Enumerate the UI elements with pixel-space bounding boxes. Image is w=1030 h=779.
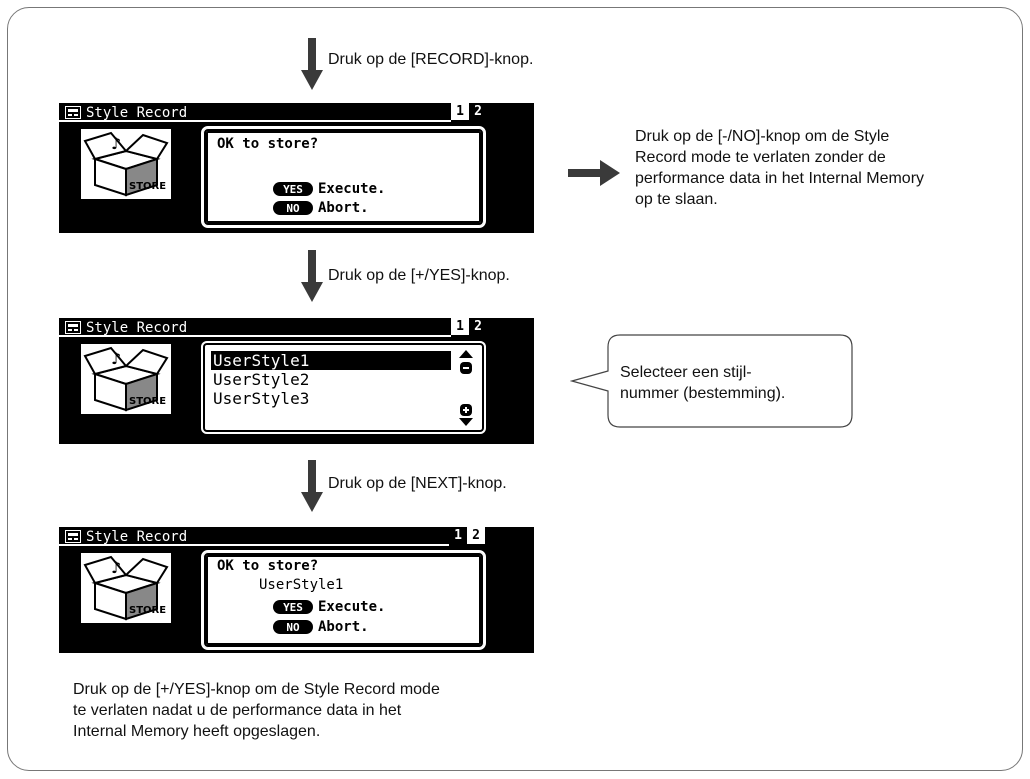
diagram-frame: [7, 7, 1023, 771]
dialog-question: OK to store?: [217, 558, 319, 574]
lcd-title-text: Style Record: [86, 104, 188, 121]
down-arrow-icon: [301, 38, 323, 90]
svg-text:♪: ♪: [111, 349, 121, 368]
svg-text:♪: ♪: [111, 134, 121, 153]
side-note-line: Druk op de [-/NO]-knop om de Style: [635, 128, 890, 145]
list-item[interactable]: UserStyle2: [213, 370, 310, 389]
page-2-tab: 2: [469, 103, 487, 120]
step-record-text: Druk op de [RECORD]-knop.: [328, 51, 534, 68]
svg-text:STORE: STORE: [129, 605, 166, 616]
list-item-selected[interactable]: UserStyle1: [211, 351, 451, 370]
lcd-title: Style Record: [65, 528, 187, 545]
yes-option[interactable]: YES Execute.: [273, 181, 385, 197]
right-arrow-icon: [568, 160, 620, 186]
page-2-tab: 2: [467, 527, 485, 544]
page-indicator: 1 2: [451, 318, 487, 337]
page-indicator: 1 2: [449, 527, 485, 546]
scrollbar[interactable]: [457, 349, 475, 427]
final-note-line: Druk op de [+/YES]-knop om de Style Reco…: [73, 681, 440, 698]
no-option[interactable]: NO Abort.: [273, 619, 369, 635]
side-note: Druk op de [-/NO]-knop om de Style Recor…: [635, 126, 924, 210]
lcd-title-bar: [59, 544, 449, 546]
svg-text:♪: ♪: [111, 558, 121, 577]
final-note-line: Internal Memory heeft opgeslagen.: [73, 723, 321, 740]
yes-tag: YES: [273, 600, 313, 614]
lcd-title-bar: [59, 335, 451, 337]
callout-line: nummer (bestemming).: [620, 385, 786, 402]
page-indicator: 1 2: [451, 103, 487, 122]
page-2-tab: 2: [469, 318, 487, 335]
dialog-question: OK to store?: [217, 136, 319, 152]
lcd-screen-final: Style Record 1 2 ♪ STORE OK to store? Us…: [59, 527, 534, 653]
lcd-title-text: Style Record: [86, 528, 188, 545]
lcd-title-bar: [59, 120, 451, 122]
store-icon-text: STORE: [129, 181, 166, 192]
style-name: UserStyle1: [259, 577, 344, 593]
confirm-dialog: OK to store? YES Execute. NO Abort.: [201, 126, 486, 228]
store-box-icon: ♪ STORE: [81, 344, 171, 414]
no-label: Abort.: [318, 200, 369, 216]
down-arrow-icon: [301, 250, 323, 302]
callout-text: Selecteer een stijl- nummer (bestemming)…: [620, 362, 785, 404]
no-tag: NO: [273, 620, 313, 634]
page-1-tab: 1: [451, 103, 469, 120]
callout-bubble: [570, 334, 853, 428]
step-next-text: Druk op de [NEXT]-knop.: [328, 475, 507, 492]
confirm-dialog: OK to store? UserStyle1 YES Execute. NO …: [201, 550, 486, 650]
svg-text:STORE: STORE: [129, 396, 166, 407]
callout-line: Selecteer een stijl-: [620, 364, 752, 381]
no-option[interactable]: NO Abort.: [273, 200, 369, 216]
style-list[interactable]: UserStyle1 UserStyle2 UserStyle3: [201, 341, 486, 434]
lcd-title: Style Record: [65, 319, 187, 336]
side-note-line: op te slaan.: [635, 191, 718, 208]
lcd-screen-select: Style Record 1 2 ♪ STORE UserStyle1 User…: [59, 318, 534, 444]
yes-option[interactable]: YES Execute.: [273, 599, 385, 615]
final-note-line: te verlaten nadat u de performance data …: [73, 702, 402, 719]
yes-tag: YES: [273, 182, 313, 196]
page-1-tab: 1: [451, 318, 469, 335]
side-note-line: Record mode te verlaten zonder de: [635, 149, 886, 166]
lcd-title: Style Record: [65, 104, 187, 121]
list-item[interactable]: UserStyle3: [213, 389, 310, 408]
side-note-line: performance data in het Internal Memory: [635, 170, 925, 187]
style-record-icon: [65, 530, 81, 543]
final-note: Druk op de [+/YES]-knop om de Style Reco…: [73, 679, 440, 742]
style-record-icon: [65, 321, 81, 334]
down-arrow-icon: [301, 460, 323, 512]
store-box-icon: ♪ STORE: [81, 553, 171, 623]
lcd-title-text: Style Record: [86, 319, 188, 336]
step-yes-text: Druk op de [+/YES]-knop.: [328, 267, 510, 284]
yes-label: Execute.: [318, 599, 386, 615]
style-record-icon: [65, 106, 81, 119]
no-label: Abort.: [318, 619, 369, 635]
lcd-screen-confirm: Style Record 1 2 ♪ STORE OK to store? YE…: [59, 103, 534, 233]
store-box-icon: ♪ STORE: [81, 129, 171, 199]
no-tag: NO: [273, 201, 313, 215]
page-1-tab: 1: [449, 527, 467, 544]
yes-label: Execute.: [318, 181, 386, 197]
